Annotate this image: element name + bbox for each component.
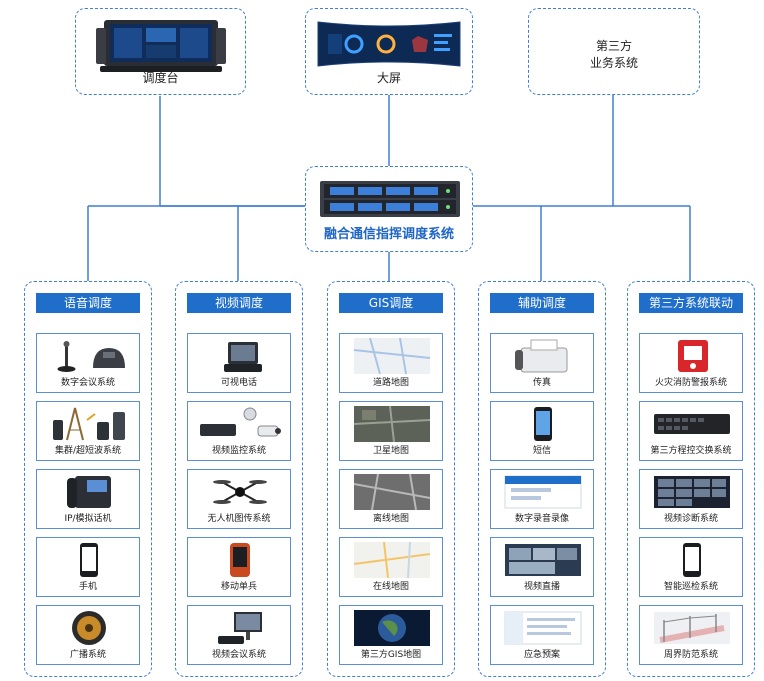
offline-map-icon xyxy=(353,474,431,510)
smartphone-icon xyxy=(534,407,552,441)
card-video-surveillance: 视频监控系统 xyxy=(187,401,291,461)
card-caption: 数字录音录像 xyxy=(514,514,569,524)
card-satellite-map: 卫星地图 xyxy=(339,401,443,461)
card-caption: 广播系统 xyxy=(69,650,106,660)
card-caption: 短信 xyxy=(532,446,551,456)
card-caption: IP/模拟话机 xyxy=(64,514,112,524)
perimeter-icon xyxy=(654,612,730,644)
radio-tower-icon xyxy=(53,407,125,441)
server-icon xyxy=(320,181,460,217)
card-digital-conference: 数字会议系统 xyxy=(36,333,140,393)
card-caption: 卫星地图 xyxy=(372,446,409,456)
card-caption: 视频会议系统 xyxy=(211,650,266,660)
card-caption: 移动单兵 xyxy=(220,582,257,592)
surveillance-camera-icon xyxy=(200,407,281,437)
column-header: 第三方系统联动 xyxy=(639,293,743,313)
card-caption: 无人机图传系统 xyxy=(207,514,271,524)
satellite-map-icon xyxy=(353,406,431,442)
speaker-icon xyxy=(72,611,106,645)
card-ip-phone: IP/模拟话机 xyxy=(36,469,140,529)
card-caption: 视频诊断系统 xyxy=(663,514,718,524)
third-party-system-box: 第三方 业务系统 xyxy=(528,8,700,95)
big-screen-label: 大屏 xyxy=(376,71,401,85)
video-wall-icon xyxy=(654,476,730,508)
card-video-phone: 可视电话 xyxy=(187,333,291,393)
card-mobile-soldier: 移动单兵 xyxy=(187,537,291,597)
third-party-line1: 第三方 xyxy=(595,39,632,53)
card-broadcast: 广播系统 xyxy=(36,605,140,665)
card-smart-inspection: 智能巡检系统 xyxy=(639,537,743,597)
card-mobile-phone: 手机 xyxy=(36,537,140,597)
third-party-line2: 业务系统 xyxy=(589,56,638,70)
card-video-conference: 视频会议系统 xyxy=(187,605,291,665)
fire-alarm-icon xyxy=(678,340,708,372)
card-offline-map: 离线地图 xyxy=(339,469,443,529)
card-caption: 传真 xyxy=(532,378,551,388)
column-voice-dispatch: 语音调度 数字会议系统 集群/超短波系统 IP/模拟话机 xyxy=(24,281,152,677)
inspection-phone-icon xyxy=(683,543,701,577)
card-sms: 短信 xyxy=(490,401,594,461)
card-caption: 视频直播 xyxy=(523,582,560,592)
console-label: 调度台 xyxy=(142,71,179,85)
card-emergency-plan: 应急预案 xyxy=(490,605,594,665)
globe-map-icon xyxy=(354,610,430,646)
card-caption: 应急预案 xyxy=(523,650,560,660)
column-auxiliary-dispatch: 辅助调度 传真 短信 数字录音录像 视频直播 xyxy=(478,281,606,677)
dispatch-console-box: 调度台 xyxy=(75,8,246,95)
card-caption: 离线地图 xyxy=(372,514,409,524)
card-caption: 第三方程控交换系统 xyxy=(650,446,732,456)
conference-mic-icon xyxy=(57,341,125,372)
card-online-map: 在线地图 xyxy=(339,537,443,597)
card-caption: 手机 xyxy=(78,582,97,592)
card-pbx: 第三方程控交换系统 xyxy=(639,401,743,461)
column-header: 语音调度 xyxy=(36,293,140,313)
card-caption: 视频监控系统 xyxy=(211,446,266,456)
column-header: 视频调度 xyxy=(187,293,291,313)
fax-machine-icon xyxy=(515,339,568,373)
card-caption: 在线地图 xyxy=(372,582,409,592)
core-system-title: 融合通信指挥调度系统 xyxy=(323,227,454,242)
rugged-terminal-icon xyxy=(230,543,250,577)
card-fax: 传真 xyxy=(490,333,594,393)
card-caption: 周界防范系统 xyxy=(663,650,718,660)
road-map-icon xyxy=(353,338,431,374)
card-caption: 火灾消防警报系统 xyxy=(654,378,727,388)
card-drone-transmission: 无人机图传系统 xyxy=(187,469,291,529)
card-perimeter-security: 周界防范系统 xyxy=(639,605,743,665)
column-third-party-linkage: 第三方系统联动 火灾消防警报系统 第三方程控交换系统 xyxy=(627,281,755,677)
card-caption: 集群/超短波系统 xyxy=(54,446,122,456)
card-video-diagnosis: 视频诊断系统 xyxy=(639,469,743,529)
column-video-dispatch: 视频调度 可视电话 视频监控系统 无人机图传系统 xyxy=(175,281,303,677)
pbx-switch-icon xyxy=(654,414,730,434)
emergency-plan-icon xyxy=(504,611,582,645)
card-caption: 智能巡检系统 xyxy=(663,582,718,592)
video-phone-icon xyxy=(224,342,262,372)
column-header: GIS调度 xyxy=(339,293,443,313)
card-third-party-gis: 第三方GIS地图 xyxy=(339,605,443,665)
video-live-icon xyxy=(505,544,581,576)
big-screen-box: 大屏 xyxy=(305,8,473,95)
card-recording: 数字录音录像 xyxy=(490,469,594,529)
card-caption: 数字会议系统 xyxy=(60,378,115,388)
card-caption: 第三方GIS地图 xyxy=(360,650,422,660)
console-device-icon xyxy=(95,20,226,72)
card-video-live: 视频直播 xyxy=(490,537,594,597)
recording-software-icon xyxy=(504,475,582,509)
card-fire-alarm: 火灾消防警报系统 xyxy=(639,333,743,393)
column-header: 辅助调度 xyxy=(490,293,594,313)
card-trunking-radio: 集群/超短波系统 xyxy=(36,401,140,461)
big-screen-icon xyxy=(317,21,461,67)
column-gis-dispatch: GIS调度 道路地图 卫星地图 离线地图 在线地图 xyxy=(327,281,455,677)
online-map-icon xyxy=(353,542,431,578)
ip-phone-icon xyxy=(67,476,111,508)
drone-icon xyxy=(213,480,267,504)
card-road-map: 道路地图 xyxy=(339,333,443,393)
card-caption: 道路地图 xyxy=(372,378,409,388)
video-conference-icon xyxy=(218,612,262,644)
card-caption: 可视电话 xyxy=(220,378,257,388)
core-system-box: 融合通信指挥调度系统 xyxy=(305,166,473,252)
mobile-phone-icon xyxy=(80,543,98,577)
